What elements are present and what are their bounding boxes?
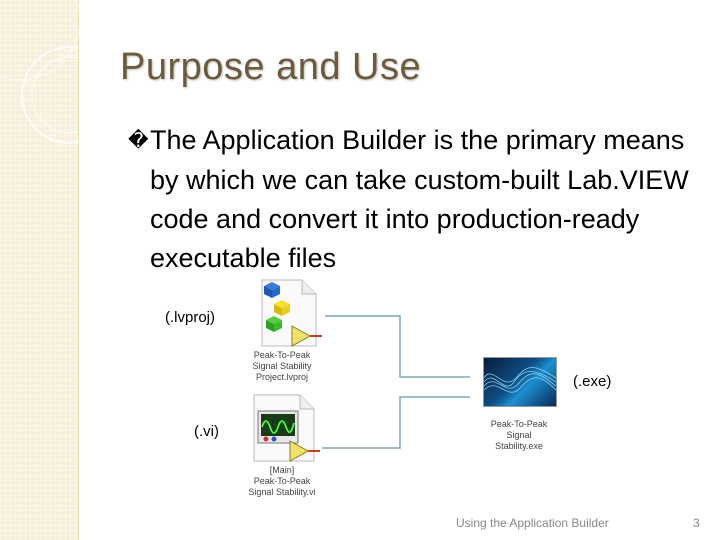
bullet-text: The Application Builder is the primary m… — [150, 125, 689, 273]
signal-wave-icon — [484, 367, 556, 393]
exe-file-icon — [483, 357, 557, 407]
vi-caption: [Main] Peak-To-Peak Signal Stability.vi — [237, 465, 327, 498]
bullet-point: �The Application Builder is the primary … — [128, 121, 720, 278]
vi-caption-line: Peak-To-Peak — [253, 476, 311, 486]
connector-project — [325, 315, 470, 378]
vi-caption-line: Signal Stability.vi — [248, 487, 316, 497]
vi-tag: (.vi) — [194, 423, 219, 440]
connector-vi — [322, 396, 470, 449]
exe-caption-line: Peak-To-Peak — [490, 419, 548, 429]
lvproj-file-icon — [261, 279, 322, 347]
lvproj-caption-line: Project.lvproj — [255, 372, 309, 382]
exe-caption-line: Stability.exe — [495, 441, 543, 451]
page-number: 3 — [693, 516, 700, 530]
bullet-marker: � — [128, 130, 149, 152]
slide-footer: Using the Application Builder — [456, 516, 609, 530]
exe-caption: Peak-To-Peak Signal Stability.exe — [474, 419, 564, 452]
slide-title: Purpose and Use — [120, 46, 422, 88]
lvproj-caption: Peak-To-Peak Signal Stability Project.lv… — [237, 350, 327, 383]
exe-tag: (.exe) — [573, 373, 612, 390]
lvproj-caption-line: Peak-To-Peak — [253, 350, 311, 360]
connector-group — [322, 315, 470, 449]
exe-caption-line: Signal — [506, 430, 532, 440]
lvproj-caption-line: Signal Stability — [252, 361, 312, 371]
lvproj-tag: (.lvproj) — [165, 309, 216, 326]
vi-file-icon — [253, 394, 320, 462]
vi-caption-line: [Main] — [269, 465, 295, 475]
